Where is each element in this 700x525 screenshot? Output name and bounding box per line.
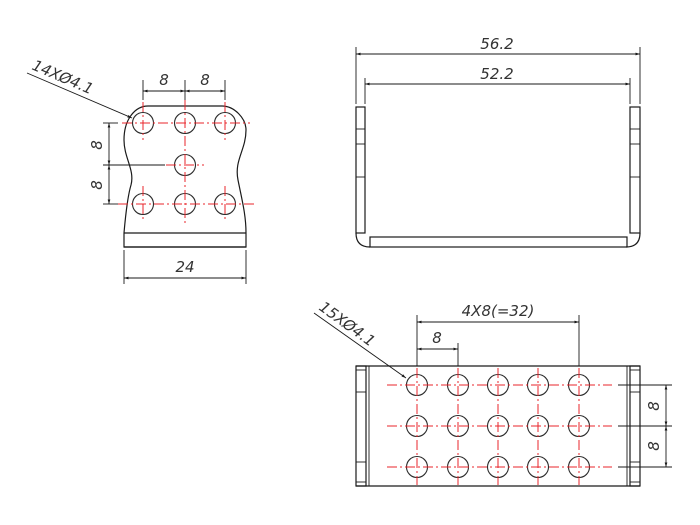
channel-base [369,236,628,248]
top-right-view: 56.2 52.2 [355,35,641,248]
dim-label: 8 [645,401,663,411]
dim-label: 8 [88,140,106,150]
left-wall [355,106,366,234]
dim-label-outer: 56.2 [480,35,513,53]
left-part-outline [123,105,247,248]
left-width-dimension: 24 [123,250,247,284]
dim-label: 24 [175,258,194,276]
right-wall [629,106,641,234]
left-hole-callout: 14XØ4.1 [26,56,133,119]
dim-label: 8 [200,71,210,89]
right-bend [625,232,641,248]
dim-label: 8 [645,441,663,451]
dim-label-pitch: 8 [432,329,442,347]
callout-label: 14XØ4.1 [29,56,96,98]
left-bend [355,232,371,248]
dim-label-inner: 52.2 [480,65,513,83]
dim-label: 8 [159,71,169,89]
left-flange [355,365,367,487]
callout-label: 15XØ4.1 [316,298,379,351]
bottom-right-view: 4X8(=32) 8 8 8 15XØ4.1 [313,298,672,487]
left-top-dimensions: 8 8 [142,71,226,100]
left-side-dimensions: 8 8 [88,122,165,205]
left-centerlines [118,100,254,226]
plate-centerlines [387,368,612,485]
dim-label-pattern: 4X8(=32) [462,302,535,320]
dim-label: 8 [88,180,106,190]
left-holes [131,111,237,216]
left-view: 8 8 8 8 24 14XØ4.1 [26,56,254,284]
